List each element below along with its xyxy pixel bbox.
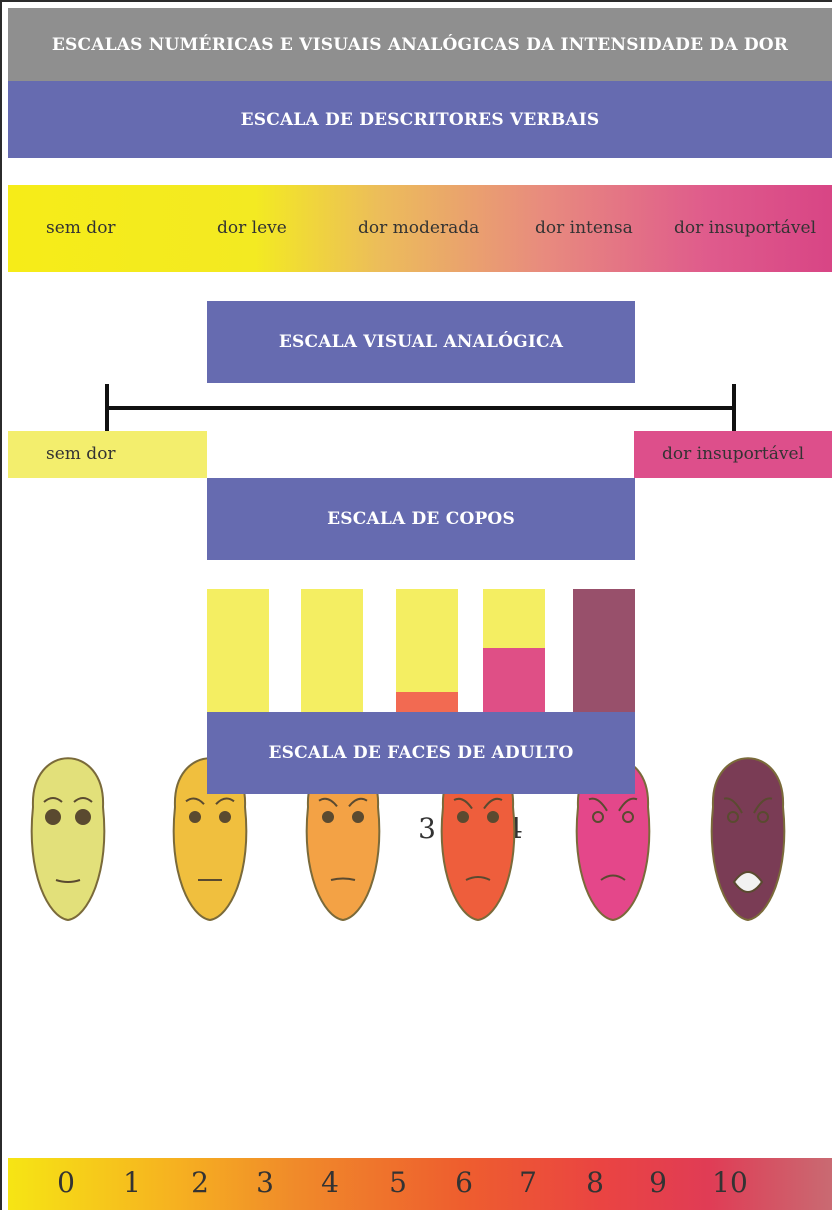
numeric-scale: 0 1 2 3 4 5 6 7 8 9 10 <box>8 1158 832 1210</box>
verbal-descriptor-scale: sem dor dor leve dor moderada dor intens… <box>8 185 832 272</box>
verbal-label-mild: dor leve <box>217 218 287 238</box>
scale-number-9: 9 <box>649 1166 667 1199</box>
cup-number-3: 3 <box>418 812 436 845</box>
faces-scale <box>30 757 786 922</box>
scale-number-5: 5 <box>389 1166 407 1199</box>
scale-number-0: 0 <box>57 1166 75 1199</box>
faces-title: ESCALA DE FACES DE ADULTO <box>207 712 635 794</box>
scale-number-8: 8 <box>586 1166 604 1199</box>
scale-number-10: 10 <box>712 1166 748 1199</box>
face-5 <box>710 757 786 922</box>
vas-label-right: dor insuportável <box>634 431 832 478</box>
face-0 <box>30 757 106 922</box>
verbal-label-moderate: dor moderada <box>358 218 480 238</box>
scale-number-6: 6 <box>455 1166 473 1199</box>
scale-number-2: 2 <box>191 1166 209 1199</box>
page-title: ESCALAS NUMÉRICAS E VISUAIS ANALÓGICAS D… <box>8 8 832 81</box>
scale-number-7: 7 <box>519 1166 537 1199</box>
vas-label-left: sem dor <box>8 431 207 478</box>
scale-number-3: 3 <box>256 1166 274 1199</box>
face-1 <box>172 757 248 922</box>
vas-title: ESCALA VISUAL ANALÓGICA <box>207 301 635 383</box>
cups-title: ESCALA DE COPOS <box>207 478 635 560</box>
vas-line <box>105 384 736 432</box>
scale-number-4: 4 <box>321 1166 339 1199</box>
verbal-label-unbearable: dor insuportável <box>674 218 817 238</box>
verbal-label-intense: dor intensa <box>535 218 633 238</box>
verbal-label-none: sem dor <box>46 218 116 238</box>
scale-number-1: 1 <box>123 1166 141 1199</box>
verbal-scale-title: ESCALA DE DESCRITORES VERBAIS <box>8 81 832 158</box>
face-3 <box>440 757 516 922</box>
